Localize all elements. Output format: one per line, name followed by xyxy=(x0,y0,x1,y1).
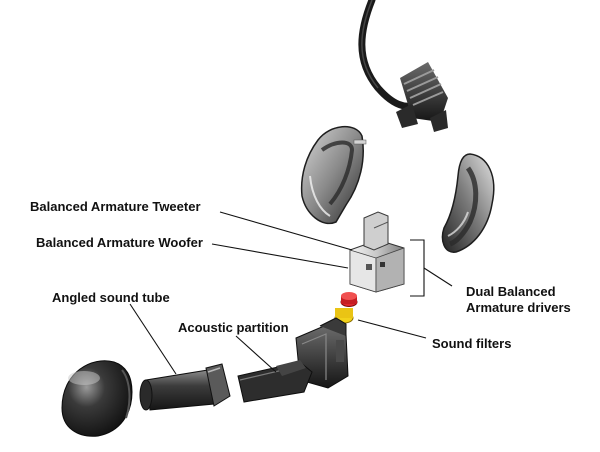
sound-filters xyxy=(334,292,358,324)
leader-drivers xyxy=(423,267,453,287)
label-tweeter: Balanced Armature Tweeter xyxy=(30,199,201,214)
left-shell-half xyxy=(300,126,367,225)
leader-lines xyxy=(129,211,453,375)
label-woofer: Balanced Armature Woofer xyxy=(36,235,203,250)
ear-tip xyxy=(61,360,133,437)
label-sound-tube: Angled sound tube xyxy=(52,290,170,305)
leader-filters xyxy=(357,319,427,339)
acoustic-partition xyxy=(237,360,313,403)
label-dual-line1: Dual Balanced xyxy=(466,284,556,299)
label-filters: Sound filters xyxy=(432,336,512,351)
label-partition: Acoustic partition xyxy=(178,320,289,335)
leader-woofer xyxy=(211,243,349,269)
armature-driver-block xyxy=(349,211,405,293)
leader-partition xyxy=(235,335,277,373)
leader-sound-tube xyxy=(129,303,177,375)
bracket-drivers xyxy=(410,239,425,297)
cable xyxy=(358,0,422,110)
right-shell-half xyxy=(441,153,495,253)
nozzle-housing xyxy=(295,317,349,389)
angled-sound-tube xyxy=(139,363,231,411)
strain-relief xyxy=(396,62,448,132)
label-dual-line2: Armature drivers xyxy=(466,300,571,315)
leader-tweeter xyxy=(219,211,353,251)
